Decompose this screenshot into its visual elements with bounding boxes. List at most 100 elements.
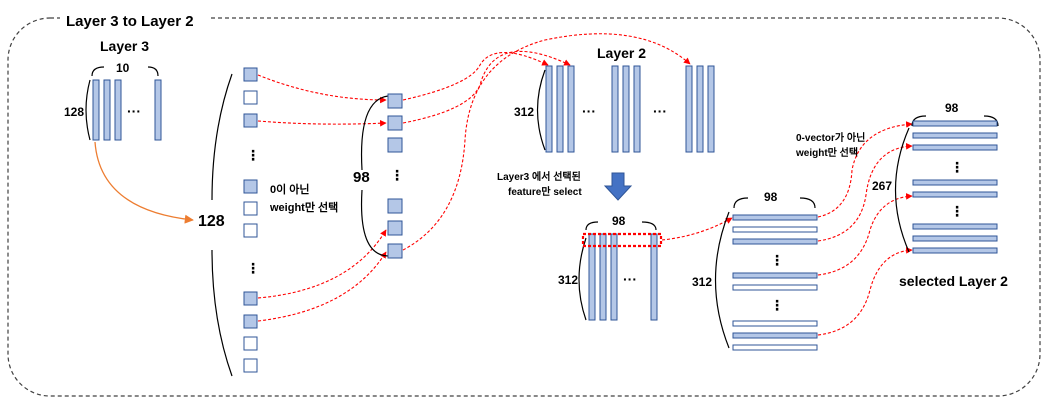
layer3-height-label: 128 (64, 105, 84, 119)
layer2-height-brace (536, 69, 546, 151)
cell-filled (387, 137, 403, 153)
selected-column-cells: ⋮ (387, 93, 404, 259)
selected-layer2-title: selected Layer 2 (899, 273, 1008, 289)
transposed-width-brace (733, 197, 816, 209)
selected-layer2-height-brace (894, 127, 910, 253)
layer2-col (567, 65, 575, 153)
layer2-ellipsis-2: ··· (653, 103, 667, 119)
cell-filled (243, 314, 258, 329)
layer3-col-last (154, 79, 162, 141)
column128-cells: ⋮ ⋮ (243, 67, 260, 373)
red-arrow (402, 33, 691, 251)
down-arrow-icon (603, 172, 633, 201)
selected-layer2-rows: ⋮ ⋮ (912, 120, 998, 254)
annotation-nonzero-line2: weight만 선택 (269, 200, 338, 214)
selected-layer2-vellipsis-1: ⋮ (950, 159, 964, 175)
frame-title-bg (60, 8, 210, 30)
layer3-matrix (92, 79, 162, 141)
transposed-height-label: 312 (692, 275, 712, 289)
frame-title: Layer 3 to Layer 2 (66, 13, 194, 30)
red-arrows-128-to-98 (257, 74, 387, 322)
row-filled (912, 144, 998, 151)
layer2-title: Layer 2 (597, 45, 646, 61)
layer3-col-1 (92, 79, 100, 141)
cell-filled (243, 113, 258, 128)
red-arrows-to-selected (817, 121, 913, 336)
row-filled (732, 238, 818, 245)
row-empty (732, 344, 818, 351)
layer3-height-brace (85, 79, 91, 141)
row-filled (732, 214, 818, 221)
column128-vellipsis-2: ⋮ (246, 260, 260, 276)
row-filled (912, 247, 998, 254)
row-filled (912, 179, 998, 186)
layer2-col (696, 65, 704, 153)
layer2-col (611, 65, 619, 153)
select-note-line2: feature만 select (508, 185, 582, 198)
cell-empty (243, 90, 258, 105)
outer-frame (7, 17, 1041, 397)
column128-brace-bottom (211, 249, 233, 377)
subset-ellipsis: ··· (623, 271, 637, 287)
layer2-matrix (545, 65, 715, 153)
layer2-col (545, 65, 553, 153)
transposed-rows: ⋮ ⋮ (732, 214, 818, 351)
subset-height-brace (578, 237, 587, 321)
row-filled (912, 120, 998, 127)
layer2-col (622, 65, 630, 153)
selected-layer2-height-label: 267 (872, 179, 892, 193)
layer3-col-3 (114, 79, 122, 141)
red-arrow (257, 119, 387, 127)
layer2-col (685, 65, 693, 153)
layer2-height-label: 312 (514, 105, 534, 119)
red-arrow (257, 229, 387, 299)
selected-layer2-vellipsis-2: ⋮ (950, 203, 964, 219)
cell-filled (387, 93, 403, 109)
subset-col (588, 233, 596, 321)
subset-width-brace (585, 221, 657, 231)
red-arrow (257, 74, 387, 104)
layer2-col (633, 65, 641, 153)
red-arrow (257, 251, 387, 322)
selected-column-vellipsis: ⋮ (390, 167, 404, 183)
layer3-col-2 (103, 79, 111, 141)
red-arrow (402, 50, 571, 124)
selected-layer2-width-brace (911, 115, 999, 127)
selected-column-brace-bottom (360, 189, 389, 257)
select-note-line1: Layer3 에서 선택된 (497, 170, 581, 183)
red-arrows-98-to-layer2 (402, 33, 691, 251)
transposed-vellipsis-1: ⋮ (770, 252, 784, 268)
selected-column-label: 98 (353, 169, 370, 186)
cell-empty (243, 358, 258, 373)
row-filled (912, 132, 998, 139)
cell-filled (243, 291, 258, 306)
selected-layer2-width-label: 98 (945, 101, 959, 115)
row-empty (732, 226, 818, 233)
row-filled (912, 235, 998, 242)
orange-arrow (94, 141, 194, 224)
cell-filled (387, 243, 403, 259)
red-arrow (817, 247, 913, 336)
row-filled (732, 272, 818, 279)
annotation-zero-vector-line1: 0-vector가 아닌 (796, 131, 865, 144)
cell-filled (387, 198, 403, 214)
red-arrow (817, 193, 913, 276)
transposed-width-label: 98 (764, 190, 778, 204)
row-filled (732, 332, 818, 339)
annotation-nonzero-line1: 0이 아닌 (270, 182, 310, 196)
row-filled (912, 191, 998, 198)
transposed-vellipsis-2: ⋮ (770, 297, 784, 313)
annotation-zero-vector-line2: weight만 선택 (795, 146, 858, 159)
layer3-title: Layer 3 (100, 38, 149, 54)
subset-matrix (588, 233, 658, 321)
column128-brace-top (211, 73, 233, 201)
subset-width-label: 98 (612, 214, 626, 228)
cell-empty (243, 223, 258, 238)
column128-label: 128 (198, 213, 225, 230)
transposed-height-brace (714, 211, 730, 349)
row-empty (732, 320, 818, 327)
red-arrow (817, 143, 913, 242)
cell-filled (387, 220, 403, 236)
layer3-width-label: 10 (116, 61, 130, 75)
